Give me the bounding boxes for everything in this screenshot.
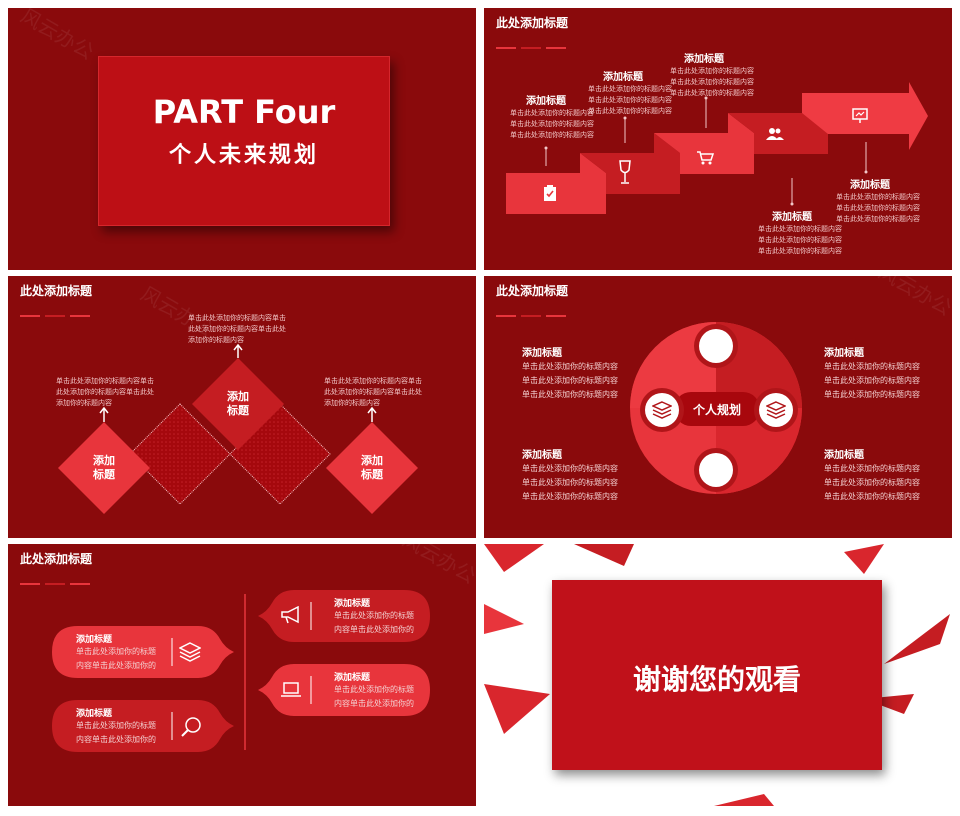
pill-2-line-2: 内容单击此处添加你的 [76, 735, 156, 744]
layers-icon-right [765, 401, 787, 423]
br-text-1: 单击此处添加你的标题内容 [824, 464, 920, 473]
pill-2-heading: 添加标题 [76, 709, 113, 719]
diamond-center-label: 添加标题 [227, 390, 249, 417]
step-4-text-1: 单击此处添加你的标题内容 [758, 225, 842, 233]
step-2-heading: 添加标题 [603, 72, 643, 83]
step-4-text-3: 单击此处添加你的标题内容 [758, 247, 842, 255]
left-text: 单击此处添加你的标题内容单击此处添加你的标题内容单击此处添加你的标题内容 [56, 377, 154, 407]
diamond-left-label: 添加标题 [93, 454, 115, 481]
page-title: 此处添加标题 [20, 552, 93, 566]
slide-thanks[interactable]: 谢谢您的观看 [484, 544, 952, 806]
step-3-text-1: 单击此处添加你的标题内容 [670, 67, 754, 75]
layers-icon [178, 642, 202, 666]
step-3-text-3: 单击此处添加你的标题内容 [670, 89, 754, 97]
wine-glass-icon [618, 160, 632, 190]
step-4-heading: 添加标题 [772, 212, 812, 223]
bl-text-2: 单击此处添加你的标题内容 [522, 478, 618, 487]
step-1-text-2: 单击此处添加你的标题内容 [510, 120, 594, 128]
step-4-text-2: 单击此处添加你的标题内容 [758, 236, 842, 244]
pills-graphic [52, 590, 430, 752]
slide-personal-plan[interactable]: 此处添加标题 风云办公 个人规划 添加标题 单击此处添加你的标题内容 单击此处添… [484, 276, 952, 538]
tr-heading: 添加标题 [824, 348, 864, 359]
step-2-text-3: 单击此处添加你的标题内容 [588, 107, 672, 115]
title-card: PART Four 个人未来规划 [98, 56, 390, 226]
center-text: 单击此处添加你的标题内容单击此处添加你的标题内容单击此处添加你的标题内容 [188, 314, 286, 344]
pill-2-line-1: 单击此处添加你的标题 [76, 721, 156, 730]
shards-graphic [484, 544, 950, 806]
clipboard-icon [542, 184, 558, 206]
title-chinese: 个人未来规划 [168, 143, 319, 168]
pill-1-heading: 添加标题 [76, 635, 113, 645]
pill-1-line-2: 内容单击此处添加你的 [76, 661, 156, 670]
slide-steps[interactable]: 此处添加标题 添加标题 单击此处添加你的标题内容 单击此处添加你的标题内容 单击… [484, 8, 952, 270]
watermark: 风云办公 [16, 8, 98, 65]
step-1-heading: 添加标题 [526, 96, 566, 107]
pill-3-line-2: 内容单击此处添加你的 [334, 625, 414, 634]
circle-graphic [630, 322, 802, 494]
title-decor [20, 302, 98, 317]
search-icon [180, 716, 202, 742]
step-2-text-1: 单击此处添加你的标题内容 [588, 85, 672, 93]
step-5-text-3: 单击此处添加你的标题内容 [836, 215, 920, 223]
laptop-icon [280, 681, 302, 703]
presentation-icon [851, 108, 869, 128]
step-3-heading: 添加标题 [684, 54, 724, 65]
bl-text-3: 单击此处添加你的标题内容 [522, 492, 618, 501]
step-5-text-2: 单击此处添加你的标题内容 [836, 204, 920, 212]
right-text: 单击此处添加你的标题内容单击此处添加你的标题内容单击此处添加你的标题内容 [324, 377, 422, 407]
br-text-3: 单击此处添加你的标题内容 [824, 492, 920, 501]
slide-diamonds[interactable]: 此处添加标题 风云办公 添加标题 添加标题 添加标题 单击此处添加你的标题内容单… [8, 276, 476, 538]
pill-4-line-1: 单击此处添加你的标题 [334, 685, 414, 694]
slide-part-four[interactable]: 风云办公 PART Four 个人未来规划 [8, 8, 476, 270]
megaphone-icon [280, 605, 302, 628]
users-icon [766, 126, 784, 145]
step-2-text-2: 单击此处添加你的标题内容 [588, 96, 672, 104]
pill-3-line-1: 单击此处添加你的标题 [334, 611, 414, 620]
title-decor [20, 570, 98, 585]
step-5-text-1: 单击此处添加你的标题内容 [836, 193, 920, 201]
br-text-2: 单击此处添加你的标题内容 [824, 478, 920, 487]
page-title: 此处添加标题 [496, 284, 569, 298]
thanks-text: 谢谢您的观看 [632, 663, 801, 696]
tr-text-2: 单击此处添加你的标题内容 [824, 376, 920, 385]
br-heading: 添加标题 [824, 450, 864, 461]
pill-1-line-1: 单击此处添加你的标题 [76, 647, 156, 656]
bl-heading: 添加标题 [522, 450, 562, 461]
step-5-heading: 添加标题 [850, 180, 890, 191]
tr-text-1: 单击此处添加你的标题内容 [824, 362, 920, 371]
page-title: 此处添加标题 [20, 284, 93, 298]
title-decor [496, 302, 574, 317]
tl-text-3: 单击此处添加你的标题内容 [522, 390, 618, 399]
step-1-text-1: 单击此处添加你的标题内容 [510, 109, 594, 117]
step-1-text-3: 单击此处添加你的标题内容 [510, 131, 594, 139]
tl-text-2: 单击此处添加你的标题内容 [522, 376, 618, 385]
diamonds-graphic [58, 343, 418, 514]
bl-text-1: 单击此处添加你的标题内容 [522, 464, 618, 473]
pill-3-heading: 添加标题 [334, 599, 371, 609]
page-title: 此处添加标题 [496, 16, 569, 30]
title-decor [496, 34, 574, 49]
step-3-text-2: 单击此处添加你的标题内容 [670, 78, 754, 86]
tr-text-3: 单击此处添加你的标题内容 [824, 390, 920, 399]
tl-text-1: 单击此处添加你的标题内容 [522, 362, 618, 371]
pill-4-heading: 添加标题 [334, 673, 371, 683]
thanks-card: 谢谢您的观看 [552, 580, 882, 770]
tl-heading: 添加标题 [522, 348, 562, 359]
diamond-right-label: 添加标题 [361, 454, 383, 481]
layers-icon-left [651, 401, 673, 423]
center-label: 个人规划 [692, 403, 741, 417]
title-english: PART Four [152, 93, 336, 131]
slide-pills[interactable]: 此处添加标题 风云办公 添加标题 单击此处添加你的标题 内容单击此处添加你的 添… [8, 544, 476, 806]
pill-4-line-2: 内容单击此处添加你的 [334, 699, 414, 708]
shopping-cart-icon [696, 150, 715, 170]
